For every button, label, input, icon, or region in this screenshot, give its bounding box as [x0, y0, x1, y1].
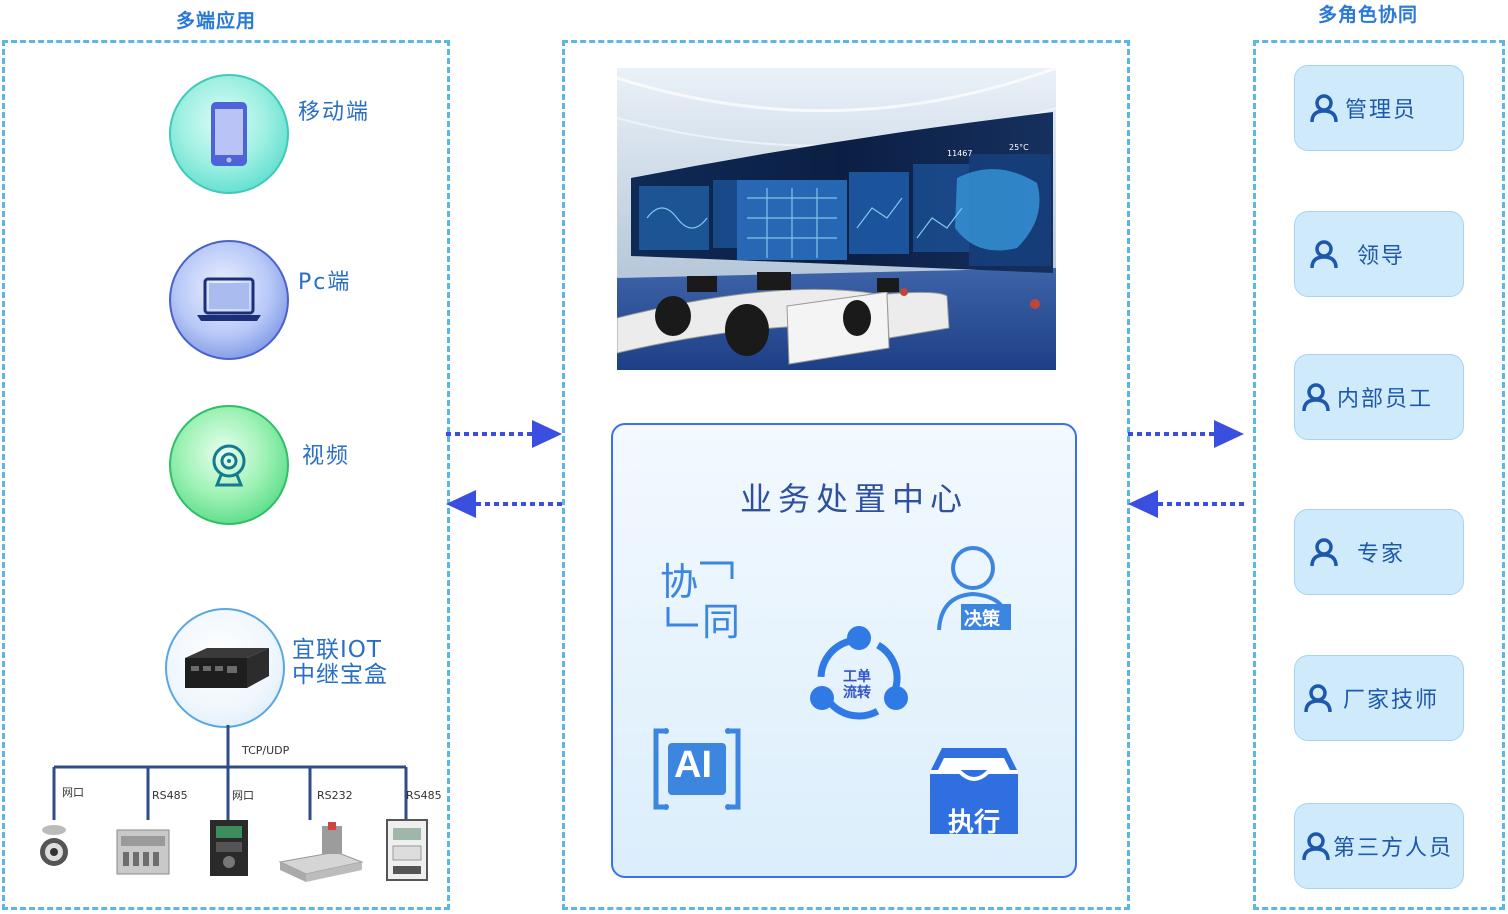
- svg-text:25°C: 25°C: [1009, 143, 1029, 152]
- right-title: 多角色协同: [1318, 4, 1419, 26]
- role-label: 厂家技师: [1343, 688, 1440, 713]
- laptop-icon: [197, 277, 261, 321]
- role-label: 第三方人员: [1333, 836, 1454, 861]
- bus-label: TCP/UDP: [242, 744, 290, 757]
- port-label: 网口: [232, 789, 254, 802]
- pc-label: Pc端: [298, 270, 352, 295]
- mobile-label: 移动端: [298, 100, 371, 125]
- mobile-circle: [169, 74, 289, 194]
- port-label: 网口: [62, 786, 84, 799]
- decision-label: 决策: [964, 609, 1000, 630]
- video-label: 视频: [302, 444, 351, 469]
- left-panel: [2, 40, 450, 910]
- center-panel: [562, 40, 1130, 910]
- webcam-icon: [212, 444, 246, 487]
- gateway-box-icon: [185, 648, 269, 688]
- left-title: 多端应用: [176, 10, 257, 32]
- decision-icon: 决策: [935, 542, 1015, 634]
- person-icon: [1309, 537, 1339, 567]
- port-label: RS232: [317, 789, 353, 802]
- control-room-photo: 11467 25°C: [617, 68, 1056, 370]
- port-label: RS485: [152, 789, 188, 802]
- workflow-label-1: 工单: [843, 669, 871, 685]
- collab-icon: 协 同: [658, 555, 748, 644]
- role-card-expert: 专家: [1294, 509, 1464, 595]
- workflow-icon: 工单 流转: [808, 624, 910, 726]
- ai-icon: AI: [650, 727, 744, 811]
- role-label: 管理员: [1345, 98, 1418, 123]
- cnc-machine-icon: [278, 822, 364, 882]
- role-card-technician: 厂家技师: [1294, 655, 1464, 741]
- collab-char-2: 同: [702, 600, 741, 644]
- role-label: 领导: [1357, 244, 1406, 269]
- role-card-admin: 管理员: [1294, 65, 1464, 151]
- person-icon: [1309, 93, 1339, 123]
- hub-title: 业务处置中心: [740, 480, 969, 518]
- person-icon: [1309, 239, 1339, 269]
- role-card-staff: 内部员工: [1294, 354, 1464, 440]
- collab-char-1: 协: [660, 560, 699, 604]
- pc-circle: [169, 240, 289, 360]
- arrow-to-left: [446, 490, 562, 518]
- person-icon: [1303, 683, 1333, 713]
- bus-lines: [52, 725, 408, 820]
- role-label: 内部员工: [1337, 387, 1434, 412]
- svg-text:11467: 11467: [947, 149, 972, 158]
- gateway-circle: [165, 608, 285, 728]
- role-card-leader: 领导: [1294, 211, 1464, 297]
- arrow-to-right: [1128, 420, 1244, 448]
- port-label: RS485: [406, 789, 442, 802]
- person-icon: [1301, 382, 1331, 412]
- power-meter-icon: [116, 829, 170, 875]
- inverter-icon: [210, 820, 248, 876]
- role-label: 专家: [1357, 542, 1406, 567]
- role-card-third-party: 第三方人员: [1294, 803, 1464, 889]
- arrow-to-hub: [1128, 490, 1244, 518]
- video-circle: [169, 405, 289, 525]
- ai-label: AI: [674, 744, 712, 786]
- arrow-to-center: [446, 420, 562, 448]
- workflow-label-2: 流转: [843, 685, 871, 701]
- right-panel: [1253, 40, 1505, 910]
- person-icon: [1301, 831, 1331, 861]
- gateway-label-1: 宜联IOT: [292, 637, 382, 663]
- electric-meter-icon: [386, 819, 428, 881]
- sensor-icon: [40, 825, 68, 866]
- execute-icon: 执行: [928, 744, 1020, 838]
- execute-label: 执行: [948, 808, 1001, 838]
- gateway-label-2: 中继宝盒: [292, 662, 388, 688]
- mobile-phone-icon: [211, 102, 247, 166]
